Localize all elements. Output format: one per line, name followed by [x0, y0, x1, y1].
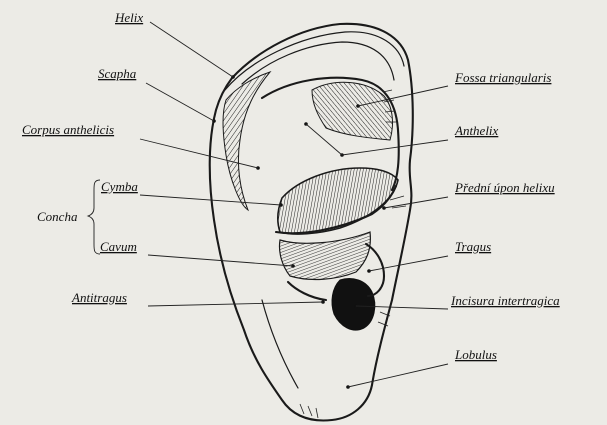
- label-cymba: Cymba: [101, 179, 138, 194]
- leader-anthelix: [342, 140, 448, 155]
- label-tragus: Tragus: [455, 239, 491, 254]
- scapha-shading: [223, 72, 270, 210]
- label-fossa-triangularis: Fossa triangularis: [454, 70, 551, 85]
- label-concha: Concha: [37, 209, 78, 224]
- leader-corpus-anthelicis: [140, 139, 258, 168]
- concha-brace: [88, 180, 100, 254]
- label-helix: Helix: [114, 10, 143, 25]
- label-antitragus: Antitragus: [71, 290, 127, 305]
- label-corpus-anthelicis: Corpus anthelicis: [22, 122, 114, 137]
- cavum-shading: [279, 232, 370, 279]
- cymba-shading: [278, 168, 398, 234]
- label-anthelix: Anthelix: [454, 123, 499, 138]
- antitragus-outline: [288, 282, 326, 300]
- lobulus-inner-line: [262, 300, 298, 388]
- left-labels: Helix Scapha Corpus anthelicis Cymba Con…: [22, 10, 143, 305]
- fossa-triangularis-shading: [312, 82, 392, 140]
- label-incisura-intertragica: Incisura intertragica: [450, 293, 560, 308]
- leader-helix: [150, 22, 233, 77]
- label-predni-upon-helixu: Přední úpon helixu: [454, 180, 555, 195]
- incisura-intertragica-shading: [332, 279, 375, 331]
- label-cavum: Cavum: [100, 239, 137, 254]
- leader-scapha: [146, 83, 214, 121]
- leader-lobulus: [348, 364, 448, 387]
- label-lobulus: Lobulus: [454, 347, 497, 362]
- ear-drawing: [210, 24, 413, 421]
- label-scapha: Scapha: [98, 66, 137, 81]
- right-labels: Fossa triangularis Anthelix Přední úpon …: [450, 70, 560, 362]
